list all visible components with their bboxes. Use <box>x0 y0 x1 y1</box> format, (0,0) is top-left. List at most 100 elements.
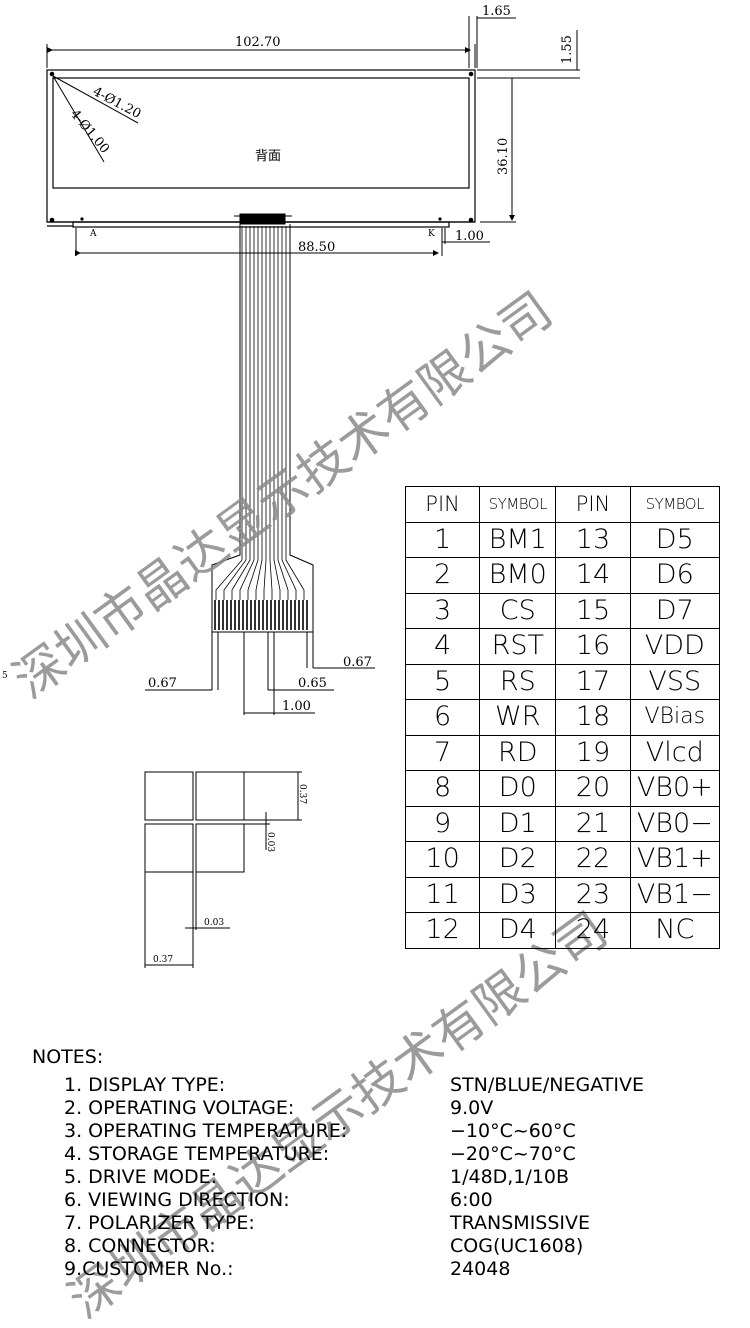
note-value: 9.0V <box>450 1097 494 1119</box>
note-item: 9.CUSTOMER No.:24048 <box>32 1258 510 1281</box>
note-item: 4. STORAGE TEMPERATURE: −20°C~70°C <box>32 1143 576 1166</box>
pin-number: 22 <box>555 841 631 878</box>
note-item: 7. POLARIZER TYPE: TRANSMISSIVE <box>32 1212 590 1235</box>
pixel-size-label: 0.37 <box>297 784 307 804</box>
pin-number: 23 <box>555 876 631 913</box>
pin-symbol: VB1− <box>629 876 721 913</box>
pin-number: 7 <box>404 734 481 771</box>
fpc-right-label: 0.67 <box>343 655 372 670</box>
width-label: 102.70 <box>235 35 281 50</box>
note-label: 4. STORAGE TEMPERATURE: <box>64 1143 330 1165</box>
pin-symbol: VB0− <box>629 805 721 842</box>
pin-table-header: PIN SYMBOL PIN SYMBOL <box>404 486 721 523</box>
note-label: 5. DRIVE MODE: <box>64 1166 218 1188</box>
notes: NOTES: 1. DISPLAY TYPE: STN/BLUE/NEGATIVE… <box>32 1046 644 1281</box>
pin-number: 5 <box>404 663 481 700</box>
header-symbol-1: SYMBOL <box>479 486 557 523</box>
pixel-detail <box>144 771 302 968</box>
right-offset-label: 1.55 <box>560 35 575 64</box>
pin-number: 17 <box>555 663 631 700</box>
note-value: STN/BLUE/NEGATIVE <box>450 1074 644 1096</box>
height-dimension <box>480 78 516 223</box>
pin-number: 9 <box>404 805 481 842</box>
pin-symbol: D7 <box>629 592 721 629</box>
pin-number: 10 <box>404 841 481 878</box>
hole-small-label: 4-Ø1.00 <box>67 107 112 157</box>
pixel-gap-bottom-label: 0.03 <box>204 918 224 928</box>
note-value: 24048 <box>450 1258 511 1280</box>
pin-symbol: RS <box>479 663 557 700</box>
pin-number: 18 <box>555 699 631 736</box>
note-label: 2. OPERATING VOLTAGE: <box>64 1097 295 1119</box>
note-value: −10°C~60°C <box>450 1120 576 1142</box>
pin-number: 24 <box>555 912 631 949</box>
pin-symbol: VSS <box>629 663 721 700</box>
notes-list: 1. DISPLAY TYPE: STN/BLUE/NEGATIVE 2. OPER… <box>32 1074 644 1281</box>
note-item: 3. OPERATING TEMPERATURE: −10°C~60°C <box>32 1120 576 1143</box>
fpc-trace <box>273 226 281 600</box>
note-value: 1/48D,1/10B <box>450 1166 570 1188</box>
pin-symbol: D1 <box>479 805 557 842</box>
anode-label: A <box>89 229 97 239</box>
cathode-label: K <box>428 229 435 239</box>
fpc-trace <box>223 226 247 600</box>
header-symbol-2: SYMBOL <box>629 486 721 523</box>
fpc-trace <box>263 226 267 600</box>
note-value: −20°C~70°C <box>450 1143 576 1165</box>
pin-symbol: VB1+ <box>629 841 721 878</box>
height-label: 36.10 <box>496 138 511 175</box>
width-dimension <box>46 44 476 68</box>
note-item: 8. CONNECTOR: COG(UC1608) <box>32 1235 583 1258</box>
note-label: 3. OPERATING TEMPERATURE: <box>64 1120 348 1142</box>
fpc-trace <box>215 226 243 600</box>
pin-number: 19 <box>555 734 631 771</box>
pin-dimensions <box>75 228 490 256</box>
top-offset-dimension <box>468 16 516 68</box>
fpc-contacts <box>214 600 308 630</box>
note-label: 8. CONNECTOR: <box>64 1235 216 1257</box>
notes-title: NOTES: <box>32 1046 104 1068</box>
mount-holes <box>49 71 474 223</box>
pin-symbol: D5 <box>629 521 721 558</box>
pin-number: 12 <box>404 912 481 949</box>
fpc-width-label: 1.00 <box>282 699 311 714</box>
pin-number: 1 <box>404 521 481 558</box>
note-item: 6. VIEWING DIRECTION: 6:00 <box>32 1189 493 1212</box>
hole-leaders <box>52 75 139 163</box>
note-value: TRANSMISSIVE <box>450 1212 591 1234</box>
note-label: 1. DISPLAY TYPE: <box>64 1074 226 1096</box>
pin-symbol: D3 <box>479 876 557 913</box>
pin-symbol: BM0 <box>479 557 557 594</box>
pin-number: 11 <box>404 876 481 913</box>
note-item: 5. DRIVE MODE: 1/48D,1/10B <box>32 1166 569 1189</box>
pin-number: 14 <box>555 557 631 594</box>
pin-symbol: D0 <box>479 770 557 807</box>
right-offset-dimension <box>477 30 580 79</box>
pin-symbol: NC <box>629 912 721 949</box>
note-label: 7. POLARIZER TYPE: <box>64 1212 255 1234</box>
pin-offset-label: 1.00 <box>455 229 484 244</box>
note-value: 6:00 <box>450 1189 493 1211</box>
fpc-trace <box>231 226 251 600</box>
fpc-trace <box>255 226 263 600</box>
top-offset-label: 1.65 <box>482 4 511 19</box>
pin-number: 16 <box>555 628 631 665</box>
pin-symbol: WR <box>479 699 557 736</box>
hole-large-label: 4-Ø1.20 <box>90 84 143 122</box>
pin-symbol: CS <box>479 592 557 629</box>
pixel-size-bottom-label: 0.37 <box>153 955 173 965</box>
pin-number: 13 <box>555 521 631 558</box>
note-value: COG(UC1608) <box>450 1235 584 1257</box>
pin-number: 21 <box>555 805 631 842</box>
note-label: 6. VIEWING DIRECTION: <box>64 1189 290 1211</box>
pin-number: 3 <box>404 592 481 629</box>
note-item: 1. DISPLAY TYPE: STN/BLUE/NEGATIVE <box>32 1074 644 1097</box>
